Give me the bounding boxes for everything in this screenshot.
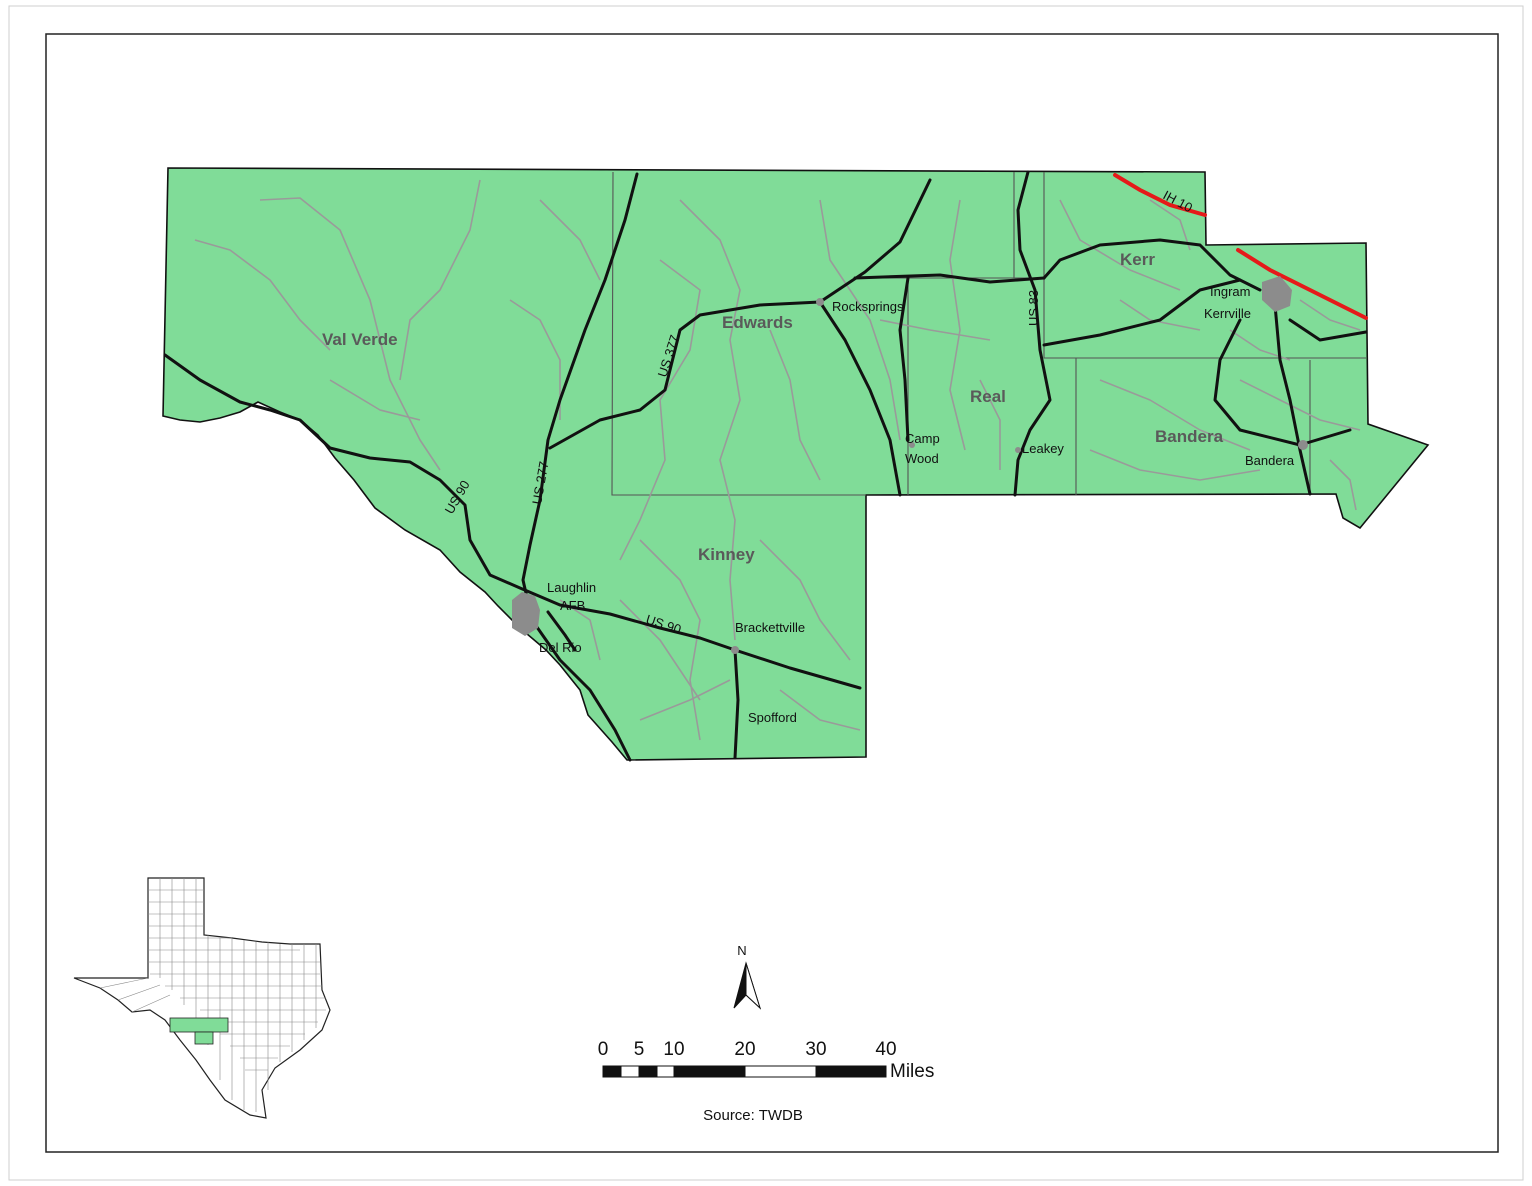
scale-tick-10: 10 (663, 1039, 684, 1060)
scale-tick-0: 0 (598, 1039, 609, 1060)
city-label-rocksprings: Rocksprings (832, 299, 904, 314)
city-areas (512, 276, 1308, 654)
road-camp-wood (898, 276, 910, 442)
road-bandera-e (1213, 318, 1352, 447)
city-label-spofford: Spofford (748, 710, 797, 725)
texas-county-grid (99, 878, 326, 1112)
road-us-377 (548, 178, 932, 450)
city-label-wood: Wood (905, 451, 939, 466)
city-label-ingram: Ingram (1210, 284, 1250, 299)
road-kerr-w (1042, 238, 1262, 292)
north-arrow-label: N (737, 943, 746, 958)
city-label-del-rio: Del Rio (539, 640, 582, 655)
city-label-afb: AFB (560, 598, 585, 613)
texas-highlight-kinney (194, 1031, 214, 1045)
road-kerrville-e (1288, 318, 1368, 342)
road-brackettville-s (733, 648, 740, 760)
major-roads (163, 170, 1368, 762)
county-label-val-verde: Val Verde (322, 330, 398, 349)
road-us-83 (1013, 170, 1052, 497)
scale-tick-5: 5 (634, 1039, 645, 1060)
county-label-real: Real (970, 387, 1006, 406)
del-rio-area (512, 592, 540, 636)
road-us-277 (521, 172, 639, 762)
city-label-camp: Camp (905, 431, 940, 446)
map-neatline (45, 33, 1499, 1153)
county-label-bandera: Bandera (1155, 427, 1224, 446)
city-label-kerrville: Kerrville (1204, 306, 1251, 321)
texas-highlight-region (169, 1017, 229, 1033)
road-kerr-s (1042, 278, 1242, 347)
region-polygon (162, 167, 1430, 761)
texas-inset-map (73, 877, 331, 1119)
city-label-brackettville: Brackettville (735, 620, 805, 635)
city-label-bandera: Bandera (1245, 453, 1295, 468)
page-frame (8, 5, 1524, 1181)
road-label-us-277: US 277 (529, 460, 551, 505)
city-label-leakey: Leakey (1022, 441, 1064, 456)
minor-roads (194, 179, 1361, 741)
county-label-edwards: Edwards (722, 313, 793, 332)
scale-bar-segments (602, 1065, 887, 1078)
scale-tick-30: 30 (805, 1039, 826, 1060)
road-kerrville-bandera (1273, 303, 1312, 496)
scale-tick-40: 40 (875, 1039, 896, 1060)
source-credit: Source: TWDB (703, 1107, 803, 1124)
scale-bar: 0 5 10 20 30 40 Miles (598, 1039, 935, 1082)
interstate-ih-10 (1113, 173, 1368, 320)
scale-units: Miles (890, 1061, 934, 1082)
kerrville-area (1262, 276, 1292, 312)
road-us-90 (163, 353, 862, 690)
county-label-kerr: Kerr (1120, 250, 1155, 269)
north-arrow: N (733, 943, 762, 1010)
scale-tick-20: 20 (734, 1039, 755, 1060)
road-laughlin (546, 610, 577, 652)
road-rocksprings-s (818, 300, 902, 497)
county-label-kinney: Kinney (698, 545, 755, 564)
city-label-laughlin: Laughlin (547, 580, 596, 595)
road-rocksprings-e (853, 273, 1046, 284)
road-label-us-83: US 83 (1026, 290, 1041, 326)
